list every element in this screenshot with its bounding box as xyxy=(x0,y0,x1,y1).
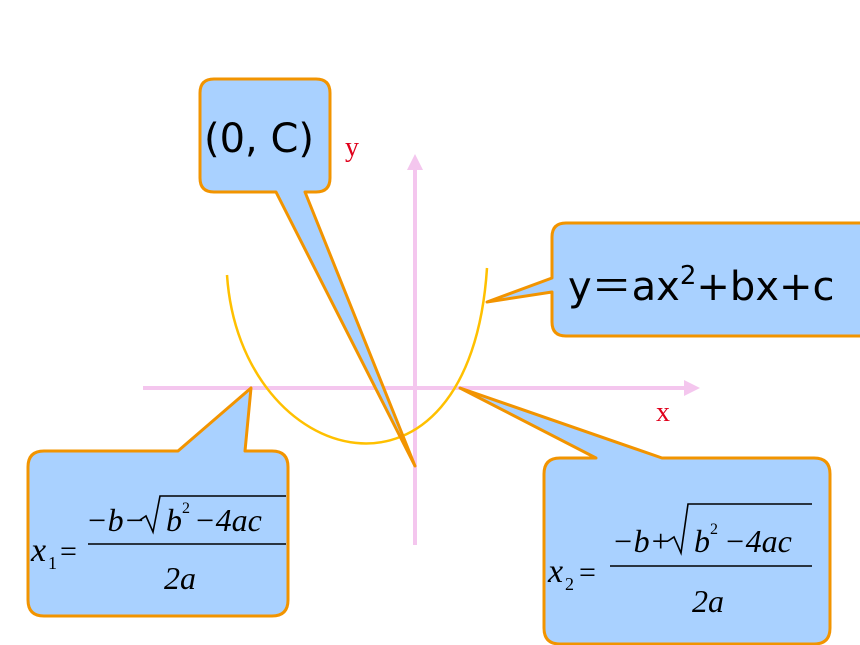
y-axis-label: y xyxy=(345,132,359,163)
x-axis-label: x xyxy=(656,397,670,428)
intercept-callout-shape xyxy=(198,77,417,468)
root1-callout-shape xyxy=(26,386,290,618)
intercept-label: (0, C) xyxy=(204,116,314,162)
root1-rest: −4ac xyxy=(194,502,262,538)
root1-radical xyxy=(139,495,286,535)
root2-equals: = xyxy=(579,556,596,589)
root2-formula: x 2 = −b+ b 2 −4ac 2a xyxy=(547,503,812,619)
root1-formula: x 1 = −b− b 2 −4ac 2a xyxy=(30,495,286,596)
root2-callout-shape xyxy=(458,386,832,645)
root2-var: x xyxy=(547,553,563,590)
root1-var: x xyxy=(30,532,46,569)
intercept-callout: (0, C) xyxy=(198,77,417,468)
root1-numerator-pre: −b− xyxy=(86,502,145,538)
root2-b-sup: 2 xyxy=(710,521,718,538)
root1-sub: 1 xyxy=(48,553,57,573)
root2-sub: 2 xyxy=(565,574,574,594)
root2-b: b xyxy=(694,523,710,559)
root2-radical xyxy=(667,503,812,556)
equation-callout: y＝ax2+bx+c xyxy=(485,221,860,338)
root2-denominator: 2a xyxy=(692,583,724,619)
root2-numerator-pre: −b+ xyxy=(612,523,671,559)
parabola-curve xyxy=(225,267,489,445)
equation-callout-shape xyxy=(485,221,860,338)
root1-b: b xyxy=(166,502,182,538)
root2-callout: x 2 = −b+ b 2 −4ac 2a xyxy=(458,386,832,645)
root1-callout: x 1 = −b− b 2 −4ac 2a xyxy=(26,386,290,618)
axes: x y xyxy=(143,132,700,545)
root1-denominator: 2a xyxy=(164,560,196,596)
root1-equals: = xyxy=(60,535,77,568)
equation-text: y＝ax2+bx+c xyxy=(568,261,835,310)
root1-b-sup: 2 xyxy=(182,500,190,517)
root2-rest: −4ac xyxy=(724,523,792,559)
x-axis-arrow xyxy=(684,380,700,396)
y-axis-arrow xyxy=(407,154,423,170)
